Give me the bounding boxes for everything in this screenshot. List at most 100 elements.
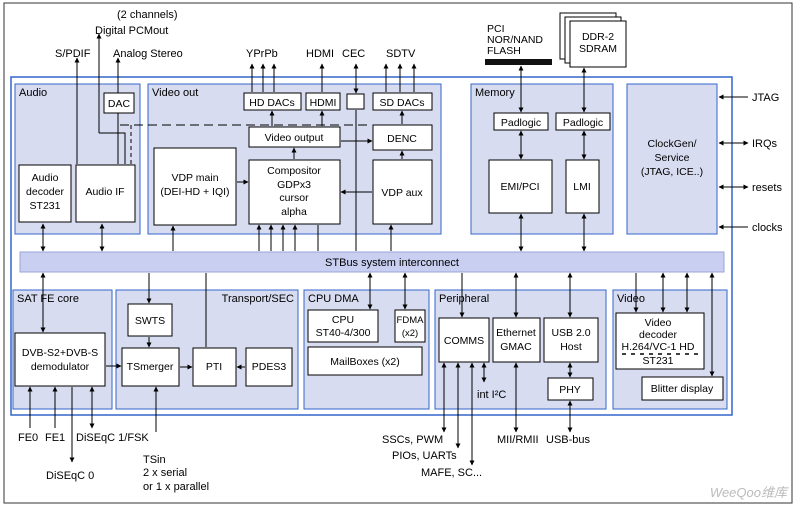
label-usb-bus: USB-bus [546,434,591,446]
video-decoder-label-2: decoder [639,329,677,341]
label-fe1: FE1 [45,432,65,444]
audio-decoder-label-3: ST231 [30,200,61,212]
usb-label-1: USB 2.0 [551,327,590,339]
label-mafe: MAFE, SC... [421,467,482,479]
padlogic-right-label: Padlogic [563,117,603,129]
hd-dacs-label: HD DACs [249,97,295,109]
chip-boundary [10,76,733,416]
label-fe0: FE0 [18,432,38,444]
compositor-label-3: cursor [279,192,309,204]
section-video-out-label: Video out [152,87,198,99]
watermark: WeeQoo维库 [710,485,789,500]
padlogic-left-label: Padlogic [501,117,541,129]
label-yprpb: YPrPb [246,48,278,60]
mailboxes-block [307,346,423,376]
hdmi-label: HDMI [310,97,337,109]
ethernet-label-1: Ethernet [496,327,536,339]
audio-decoder-block [18,164,72,223]
compositor-block [248,159,341,225]
fdma-label-2: (x2) [402,328,418,339]
audio-if-block [75,164,136,223]
label-mii: MII/RMII [497,434,539,446]
usb-label-2: Host [560,341,582,353]
label-hdmi-top: HDMI [306,48,334,60]
label-spdif: S/PDIF [55,48,91,60]
label-digital-pcm: Digital PCMout [95,25,168,37]
label-resets: resets [752,182,782,194]
label-nor-nand: NOR/NAND [487,34,543,46]
blitter-label: Blitter display [651,383,714,395]
label-sscs: SSCs, PWM [382,434,443,446]
audio-decoder-label-2: decoder [26,186,64,198]
label-sdtv: SDTV [386,48,416,60]
label-diseqc-fsk: DiSEqC 1/FSK [76,432,149,444]
label-int-i2c: int I²C [477,389,506,401]
video-decoder-block [615,312,705,370]
stbus-label: STBus system interconnect [325,257,459,269]
label-diseqc0: DiSEqC 0 [46,470,94,482]
emi-pci-label: EMI/PCI [500,181,539,193]
label-sdram: SDRAM [579,43,617,55]
hdmi-block [305,92,341,111]
label-parallel: or 1 x parallel [143,481,209,493]
vdp-aux-block [372,159,433,225]
label-cec: CEC [342,48,365,60]
pdes3-block [245,347,293,387]
pti-label: PTI [206,361,222,373]
label-ddr2: DDR-2 [582,31,614,43]
sdram-stack-1 [569,20,627,68]
clockgen-label-1: ClockGen/ [647,138,696,150]
phy-label: PHY [559,384,581,396]
dvb-label-2: demodulator [31,361,90,373]
section-memory-label: Memory [475,87,515,99]
section-video-label: Video [617,293,645,305]
vdp-main-label-2: (DEI-HD + IQI) [160,186,229,198]
section-audio-label: Audio [19,87,47,99]
padlogic-right-block [555,112,611,131]
pdes3-label: PDES3 [252,361,287,373]
dvb-demodulator-block [14,332,106,387]
swts-label: SWTS [135,315,165,327]
section-transport-label: Transport/SEC [222,293,294,305]
label-channels: (2 channels) [117,9,178,21]
comms-label: COMMS [444,335,484,347]
section-peripheral-label: Peripheral [439,293,489,305]
label-tsin: TSin [143,454,166,466]
ethernet-block [492,317,541,363]
clockgen-label-2: Service [654,152,689,164]
audio-if-label: Audio IF [85,186,124,198]
lmi-label: LMI [573,181,591,193]
page-frame [3,2,793,504]
usb-block [543,317,599,363]
comms-block [438,317,490,363]
sd-dacs-label: SD DACs [380,97,425,109]
padlogic-left-block [493,112,549,131]
cpu-block [307,309,379,343]
fdma-label-1: FDMA [397,315,425,326]
phy-block [547,377,594,401]
dvb-label-1: DVB-S2+DVB-S [22,347,98,359]
stbus-bar [19,251,725,273]
mailboxes-label: MailBoxes (x2) [330,356,399,368]
label-pios: PIOs, UARTs [392,450,457,462]
compositor-label-4: alpha [281,206,307,218]
section-cpu-dma-label: CPU DMA [308,293,359,305]
vdp-main-block [153,147,237,226]
dac-label: DAC [108,98,131,110]
label-analog-stereo: Analog Stereo [113,48,183,60]
video-decoder-label-3: H.264/VC-1 HD [622,341,695,353]
compositor-label-1: Compositor [267,165,321,177]
flash-bar [485,59,552,65]
denc-label: DENC [387,133,417,145]
sd-dacs-block [372,92,433,111]
vdp-aux-label: VDP aux [381,187,423,199]
clockgen-label-3: (JTAG, ICE..) [641,166,703,178]
video-decoder-label-4: ST231 [643,355,674,367]
label-pci: PCI [487,23,505,35]
denc-block [372,124,433,151]
label-irqs: IRQs [752,138,778,150]
video-output-label: Video output [265,132,324,144]
compositor-label-2: GDPx3 [277,179,311,191]
fdma-block [394,309,426,343]
hd-dacs-block [243,92,302,111]
